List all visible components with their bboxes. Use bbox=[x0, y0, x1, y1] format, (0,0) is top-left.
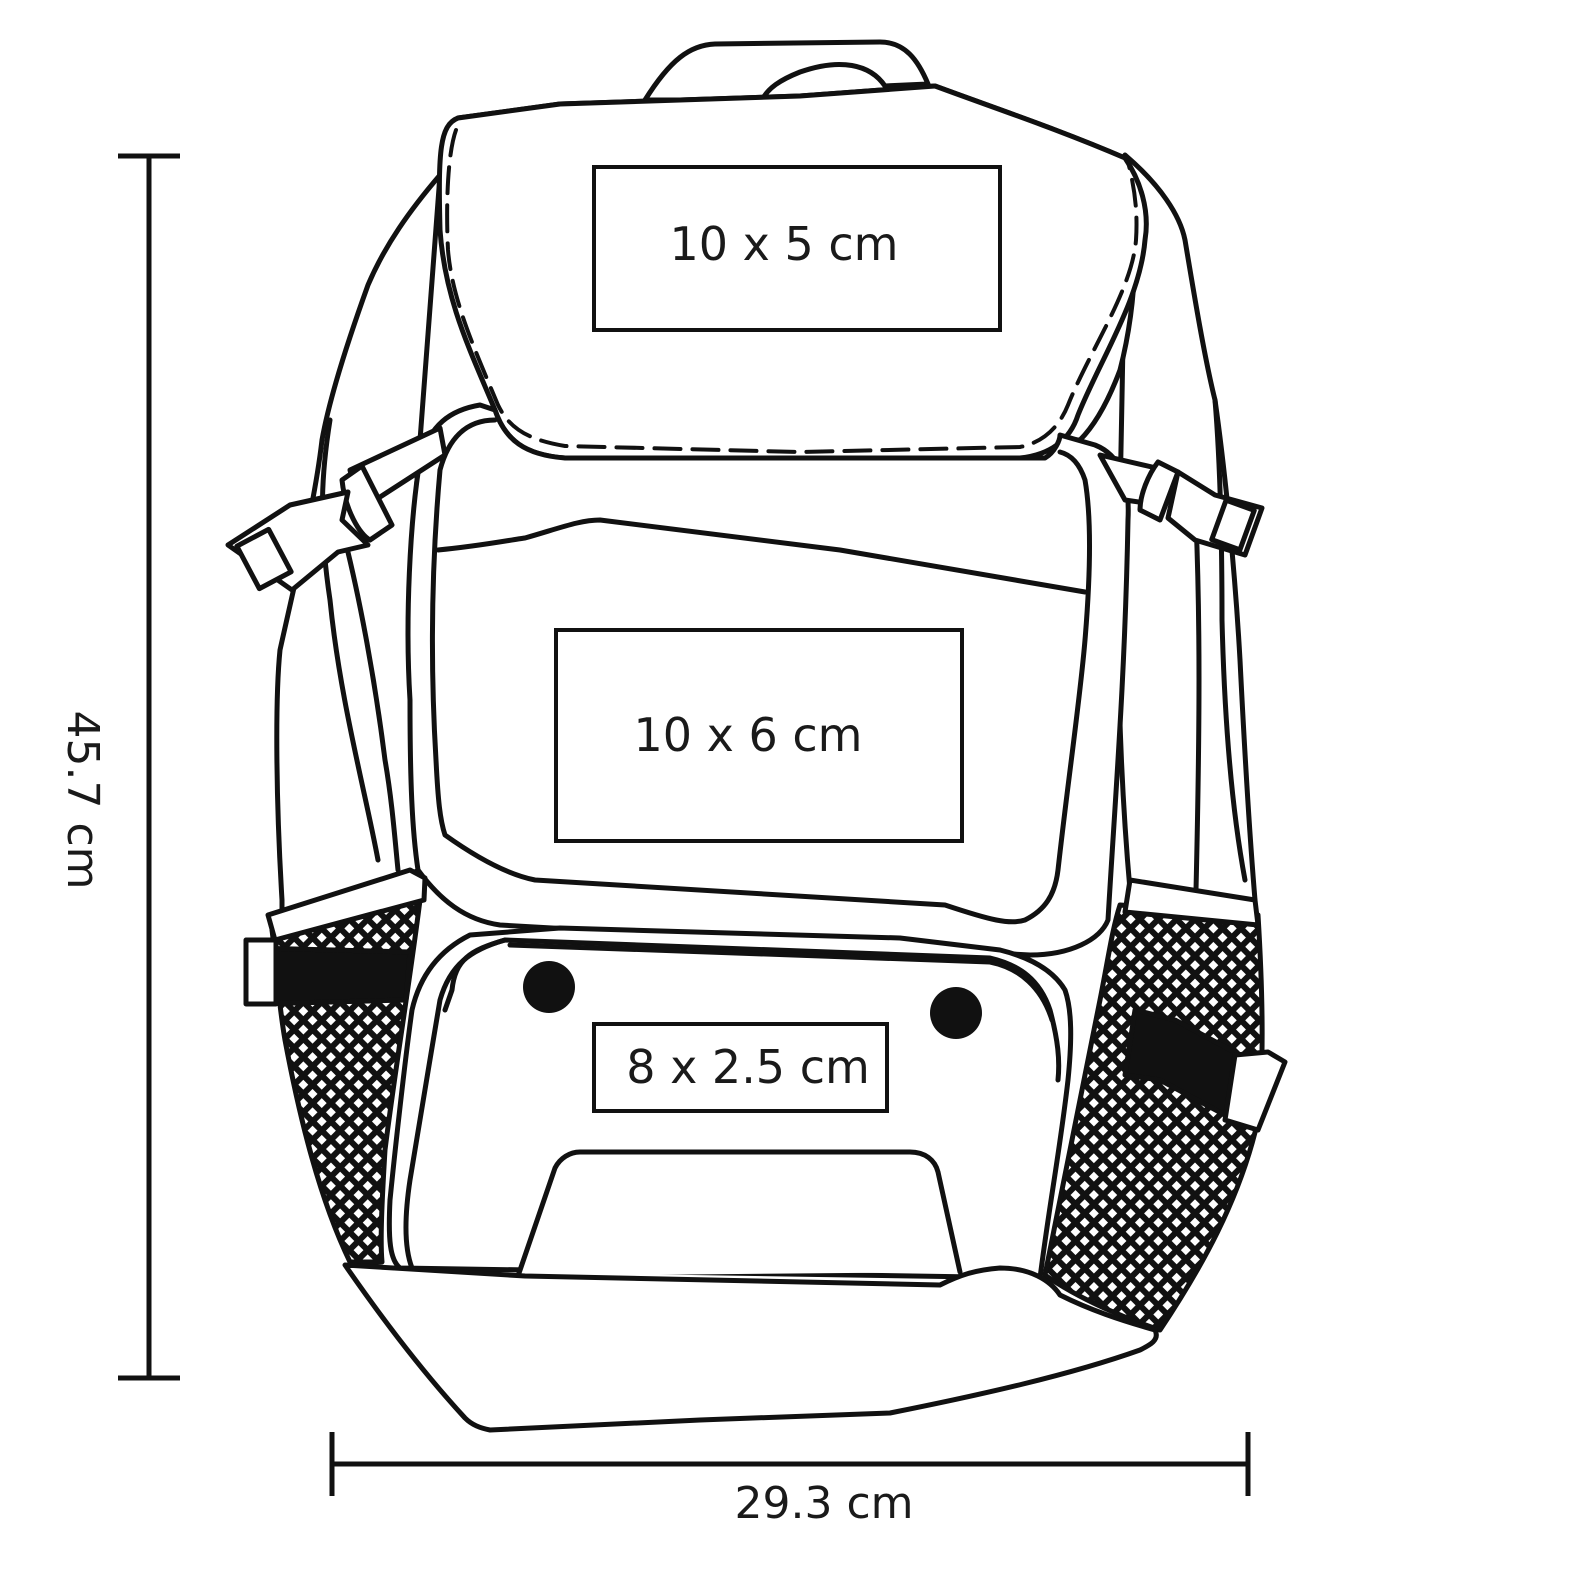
print-area-top-flap-label: 10 x 5 cm bbox=[670, 217, 899, 271]
backpack-base bbox=[342, 1262, 1159, 1433]
top-flap-stitch bbox=[445, 128, 1139, 454]
front-panel-seam bbox=[435, 517, 1088, 595]
lower-pocket-outline bbox=[507, 942, 1055, 1023]
right-pocket-rim bbox=[1122, 877, 1261, 928]
height-dimension-label: 45.7 cm bbox=[57, 710, 108, 889]
left-buckle-slot bbox=[234, 526, 294, 592]
left-lower-buckle-frame bbox=[243, 937, 279, 1007]
print-area-front-panel-label: 10 x 6 cm bbox=[634, 708, 863, 762]
right-buckle-female bbox=[1137, 459, 1181, 523]
right-lower-buckle-frame bbox=[1222, 1049, 1288, 1133]
print-area-lower-pocket-label: 8 x 2.5 cm bbox=[626, 1040, 870, 1094]
print-area-top-flap: 10 x 5 cm bbox=[592, 165, 1002, 332]
left-pocket-rim bbox=[265, 867, 428, 943]
front-panel-inner bbox=[430, 417, 1093, 925]
carry-handle bbox=[642, 39, 931, 103]
print-area-front-panel: 10 x 6 cm bbox=[554, 628, 964, 843]
right-strap bbox=[1212, 397, 1248, 883]
width-dimension-line bbox=[329, 1432, 1251, 1496]
left-rivet-icon bbox=[523, 961, 575, 1013]
right-rivet-icon bbox=[930, 987, 982, 1039]
left-strap-inner bbox=[342, 537, 401, 873]
width-dimension-label: 29.3 cm bbox=[734, 1478, 913, 1529]
bottom-patch bbox=[515, 1149, 963, 1279]
right-strap-inner bbox=[1193, 517, 1202, 893]
right-buckle-slot bbox=[1209, 497, 1257, 553]
left-strap bbox=[319, 417, 381, 863]
height-dimension-line bbox=[118, 153, 180, 1381]
print-area-lower-pocket: 8 x 2.5 cm bbox=[592, 1022, 889, 1113]
